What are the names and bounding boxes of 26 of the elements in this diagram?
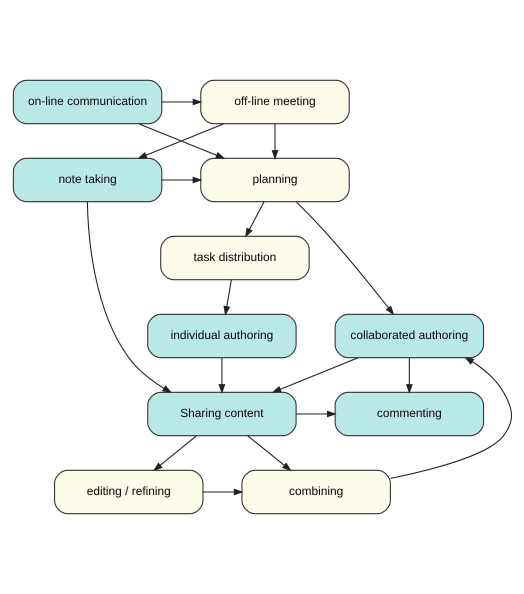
arrow xyxy=(405,358,412,394)
node-box: task distribution xyxy=(160,236,310,280)
arrow xyxy=(218,358,225,394)
arrow xyxy=(161,98,202,106)
node-box: collaborated authoring xyxy=(334,314,484,358)
arrow xyxy=(271,124,278,160)
arrow xyxy=(271,357,358,393)
node-box: editing / refining xyxy=(54,470,203,514)
arrow xyxy=(202,488,244,496)
arrow xyxy=(152,435,196,472)
node-box: planning xyxy=(200,158,350,202)
node-box: on-line communication xyxy=(12,80,162,124)
node-box: Sharing content xyxy=(146,392,296,436)
arrow xyxy=(296,410,336,418)
node-box: individual authoring xyxy=(146,314,296,358)
arrow xyxy=(86,202,172,394)
node-box: off-line meeting xyxy=(200,80,350,124)
node-box: note taking xyxy=(12,158,162,202)
arrow xyxy=(244,202,264,238)
arrow xyxy=(246,435,292,472)
arrow xyxy=(161,176,202,184)
node-box: combining xyxy=(240,470,390,514)
node-box: commenting xyxy=(334,392,484,436)
arrow xyxy=(390,356,512,479)
arrow xyxy=(296,202,394,316)
arrow xyxy=(222,280,232,316)
